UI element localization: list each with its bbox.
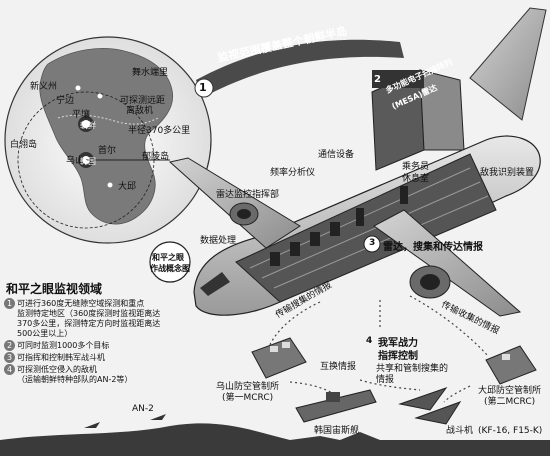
label-rest: 休息室: [402, 174, 430, 184]
radius-label: 半径370多公里: [128, 126, 191, 136]
feature-text: 可同时监测1000多个目标: [17, 341, 110, 350]
note-musudan: 舞水端里: [132, 68, 169, 78]
concept-subtitle: 作战概念图: [150, 264, 190, 273]
feature-text: 可进行360度无缝隙空域探测和重点: [17, 299, 145, 308]
label-south-korea: 韩国: [80, 157, 96, 166]
flow-share-2: 情报: [376, 375, 395, 385]
note-far-1: 可探测远距: [120, 96, 166, 106]
step4-number: 4: [366, 336, 373, 346]
osan-station: [251, 337, 307, 379]
left-wing: [168, 157, 301, 249]
label-data: 数据处理: [200, 236, 237, 246]
osan-label: 乌山防空管制所: [216, 382, 280, 392]
right-wing: [373, 209, 522, 317]
label-north-korea: 朝鲜: [80, 121, 96, 130]
city-osan: 乌山: [66, 156, 85, 166]
note-far-2: 离敌机: [126, 106, 154, 116]
city-sinuiju: 新义州: [30, 82, 58, 92]
feature-subtext: 监测特定地区（360度探测时监视距离达: [17, 309, 161, 318]
concept-badge: [149, 241, 191, 283]
aegis-ship: [295, 389, 377, 423]
an2-label: AN-2: [132, 404, 154, 414]
feature-text: 可指挥和控制韩军战斗机: [17, 353, 105, 362]
fighter-jets: [398, 387, 462, 425]
concept-title: 和平之眼: [152, 253, 184, 262]
dmz-line: [57, 114, 159, 125]
ship-label: 韩国宙斯舰: [314, 426, 360, 436]
osan-sub: (第一MCRC): [222, 393, 274, 403]
cabin-cutaway: [235, 153, 497, 303]
fighter-sub: (KF-16, F15-K): [478, 426, 543, 436]
feature-subtext: 370多公里，探测特定方向时监视距离达: [17, 319, 161, 328]
city-yongbyon: 宁边: [56, 96, 75, 106]
data-links: [265, 295, 489, 403]
feature-number: 2: [4, 340, 15, 351]
fighter-label: 战斗机: [446, 426, 474, 436]
daegu-sub: (第二MCRC): [484, 397, 536, 407]
flow-exchange: 互换情报: [320, 362, 357, 372]
flow-share: 共享和管制搜集的: [376, 364, 449, 374]
label-freq: 频率分析仪: [270, 168, 316, 178]
feature-number: 3: [4, 352, 15, 363]
daegu-label: 大邱防空管制所: [478, 386, 542, 396]
label-crew: 乘务员: [402, 162, 430, 172]
ground: [0, 423, 550, 456]
step4-line1: 我军战力: [378, 338, 418, 349]
features-title: 和平之眼监视领域: [6, 282, 103, 296]
city-daegu: 大邱: [118, 182, 137, 192]
radar-tower: [371, 69, 465, 171]
feature-subtext: 500公里以上）: [17, 329, 73, 338]
peninsula-shape: [39, 48, 174, 225]
banner-arc-1: [196, 39, 404, 98]
step3-text: 雷达，搜集和传达情报: [383, 242, 483, 253]
island-ulleung: 郁陵岛: [142, 152, 170, 162]
banner-2-number: 2: [374, 74, 381, 85]
feature-number: 1: [4, 298, 15, 309]
label-iff: 敌我识别装置: [480, 168, 535, 178]
label-radar-room: 雷达监控指挥部: [216, 190, 280, 200]
step3-number: 3: [369, 238, 376, 248]
daegu-station: [485, 345, 537, 385]
island-baengnyeong: 白翎岛: [10, 140, 38, 150]
city-seoul: 首尔: [98, 146, 117, 156]
city-pyongyang: 平壤: [72, 110, 91, 120]
map-globe: [4, 36, 212, 244]
step4-line2: 指挥控制: [378, 351, 418, 362]
tail-fin: [469, 7, 547, 121]
banner-1-number: 1: [199, 81, 207, 94]
feature-number: 4: [4, 364, 15, 375]
feature-text: 可探测低空侵入的敌机: [17, 365, 97, 374]
label-comm: 通信设备: [318, 150, 355, 160]
feature-subtext: （运输朝鲜特种部队的AN-2等）: [17, 375, 133, 384]
radius-circle: [17, 91, 155, 229]
